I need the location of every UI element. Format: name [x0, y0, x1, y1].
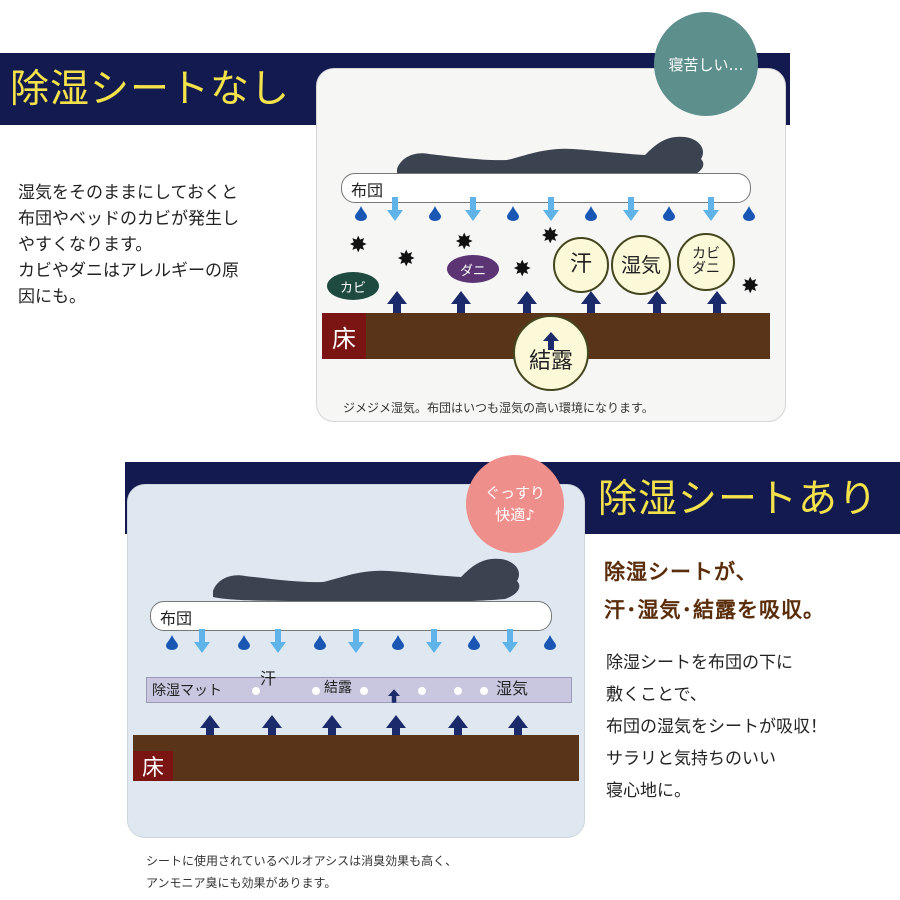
- mite-burst: ✸: [741, 274, 760, 299]
- water-drop-icon: [392, 635, 404, 654]
- description-line: 寝心地に。: [606, 781, 691, 801]
- water-drop-icon: [314, 635, 326, 654]
- mat-word-condensation: 結露: [324, 680, 352, 696]
- down-arrow-icon: [270, 629, 286, 657]
- down-arrow-icon: [465, 197, 481, 225]
- up-arrow-icon: [451, 291, 471, 325]
- description-line: 布団やベッドのカビが発生し: [18, 209, 239, 229]
- mat-word-sweat: 汗: [260, 669, 277, 688]
- down-arrow-icon: [387, 197, 403, 225]
- up-arrow-icon: [508, 715, 528, 749]
- moisture-circle: 湿気: [611, 235, 671, 295]
- bottom-headline-2: 汗･湿気･結露を吸収。: [604, 598, 825, 622]
- top-diagram-panel: 布団 ✸ ✸ ✸ ✸ ✸ ✸ ダニ カビ 汗 湿気 カビ ダニ 床 結露 ジメジ…: [316, 68, 786, 422]
- bottom-bubble: ぐっすり 快適♪: [466, 455, 564, 553]
- water-drop-icon: [238, 635, 250, 654]
- dehumidifying-mat: [146, 677, 572, 703]
- absorbed-dot: [252, 687, 260, 695]
- water-drop-icon: [355, 206, 367, 225]
- futon-label: 布団: [351, 181, 384, 200]
- down-arrow-icon: [194, 629, 210, 657]
- absorbed-dot: [418, 687, 426, 695]
- absorbed-dot: [480, 687, 488, 695]
- up-arrow-icon: [387, 291, 407, 325]
- description-line: 布団の湿気をシートが吸収！: [606, 717, 827, 737]
- mite-burst: ✸: [349, 233, 368, 258]
- mite-burst: ✸: [541, 224, 560, 249]
- mat-label: 除湿マット: [152, 683, 222, 699]
- bottom-headline-1: 除湿シートが、: [604, 560, 758, 584]
- absorbed-dot: [360, 687, 368, 695]
- up-arrow-icon: [707, 291, 727, 325]
- water-drop-icon: [166, 635, 178, 654]
- water-drop-icon: [468, 635, 480, 654]
- condensation-circle: 結露: [513, 315, 589, 391]
- down-arrow-icon: [502, 629, 518, 657]
- floor-label: 床: [133, 751, 173, 781]
- description-line: 除湿シートを布団の下に: [606, 653, 793, 673]
- sweat-circle: 汗: [553, 237, 609, 293]
- up-arrow-icon: [448, 715, 468, 749]
- description-line: サラリと気持ちのいい: [606, 749, 776, 769]
- bubble-line: 快適♪: [495, 506, 535, 524]
- floor-bar: [133, 735, 579, 781]
- absorbed-dot: [312, 687, 320, 695]
- water-drop-icon: [663, 206, 675, 225]
- water-drop-icon: [507, 206, 519, 225]
- bottom-caption-line-1: シートに使用されているベルオアシスは消臭効果も高く、: [146, 854, 458, 868]
- futon-bar: [341, 173, 751, 203]
- floor-label: 床: [322, 313, 366, 359]
- futon-bar: [150, 601, 552, 631]
- condensation-label: 結露: [528, 349, 573, 375]
- water-drop-icon: [544, 635, 556, 654]
- mat-word-moisture: 湿気: [496, 679, 529, 698]
- up-arrow-icon: [386, 715, 406, 749]
- description-line: カビやダニはアレルギーの原: [18, 261, 239, 281]
- top-title: 除湿シートなし: [10, 67, 291, 112]
- top-bubble: 寝苦しい…: [654, 12, 758, 116]
- description-line: やすくなります。: [18, 235, 153, 255]
- water-drop-icon: [585, 206, 597, 225]
- up-arrow-icon: [200, 715, 220, 749]
- up-arrow-icon: [388, 689, 400, 703]
- description-line: 因にも。: [18, 287, 86, 307]
- up-arrow-icon: [322, 715, 342, 749]
- down-arrow-icon: [703, 197, 719, 225]
- bottom-title: 除湿シートあり: [598, 477, 879, 522]
- top-caption: ジメジメ湿気。布団はいつも湿気の高い環境になります。: [343, 401, 654, 415]
- down-arrow-icon: [348, 629, 364, 657]
- mold-badge: カビ: [327, 272, 379, 300]
- mite-burst: ✸: [397, 247, 416, 272]
- up-arrow-icon: [647, 291, 667, 325]
- water-drop-icon: [429, 206, 441, 225]
- mite-burst: ✸: [513, 257, 532, 282]
- mold-mite-circle: カビ ダニ: [677, 233, 735, 291]
- down-arrow-icon: [623, 197, 639, 225]
- down-arrow-icon: [543, 197, 559, 225]
- sleeping-person-icon: [397, 136, 704, 181]
- up-arrow-icon: [262, 715, 282, 749]
- bottom-caption-line-2: アンモニア臭にも効果があります。: [146, 876, 337, 890]
- description-line: 湿気をそのままにしておくと: [18, 183, 238, 203]
- up-arrow-icon: [543, 332, 559, 351]
- futon-label: 布団: [160, 609, 193, 628]
- up-arrow-icon: [517, 291, 537, 325]
- mite-burst: ✸: [455, 230, 474, 255]
- water-drop-icon: [743, 206, 755, 225]
- description-line: 敷くことで、: [606, 685, 707, 705]
- up-arrow-icon: [581, 291, 601, 325]
- mite-badge: ダニ: [447, 255, 499, 283]
- down-arrow-icon: [426, 629, 442, 657]
- sleeping-person-icon: [213, 558, 520, 603]
- absorbed-dot: [454, 687, 462, 695]
- bubble-line: ぐっすり: [484, 484, 545, 502]
